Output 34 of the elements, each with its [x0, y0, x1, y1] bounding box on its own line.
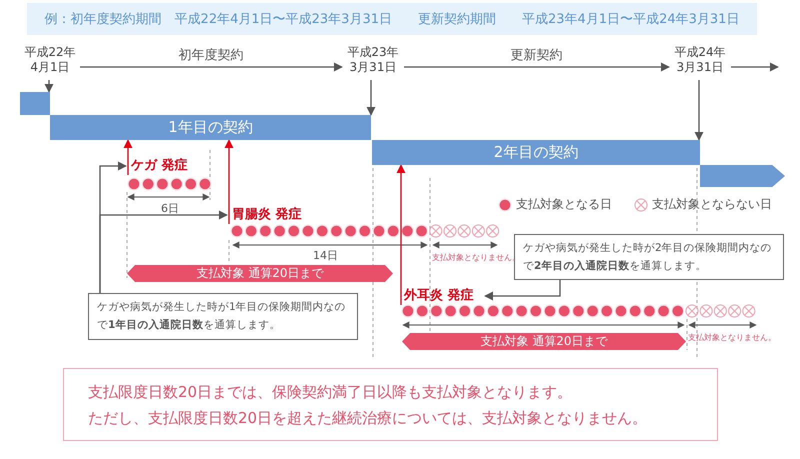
- arrow: [99, 210, 228, 293]
- arrow: [224, 139, 234, 224]
- arrow: [404, 62, 670, 72]
- edge-label: 初年度契約: [176, 46, 246, 64]
- arrow: [694, 80, 704, 141]
- arrow: [124, 139, 132, 175]
- onset-label: ケガ 発症: [126, 157, 204, 175]
- contract-bar: 2年目の契約: [372, 140, 700, 165]
- arrow: [731, 62, 779, 72]
- onset-label: 胃腸炎 発症: [227, 206, 319, 224]
- arrow: [44, 80, 54, 93]
- arrow: [80, 62, 343, 72]
- date-label: 平成24年 3月31日: [669, 40, 731, 80]
- date-label: 平成23年 3月31日: [342, 40, 404, 80]
- arrow: [396, 164, 406, 305]
- payment-range-banner: 支払対象 通算20日まで: [402, 333, 686, 350]
- date-label: 平成22年 4月1日: [20, 40, 80, 80]
- header-band: 例：初年度契約期間 平成22年4月1日〜平成23年3月31日 更新契約期間 平成23年4月1日〜平成24年3月31日: [27, 3, 757, 35]
- note-callout: ケガや病気が発生した時が1年目の保険期間内なので1年目の入通院日数を通算します。: [88, 293, 358, 340]
- legend-label: 支払対象とならない日: [652, 196, 772, 213]
- note-callout: ケガや病気が発生した時が2年目の保険期間内なので2年目の入通院日数を通算します。: [514, 234, 784, 280]
- legend-label: 支払対象となる日: [516, 196, 612, 213]
- arrow: [366, 80, 376, 116]
- dimension-label: 14日: [313, 248, 338, 263]
- onset-label: 外耳炎 発症: [399, 287, 485, 305]
- edge-label: 更新契約: [508, 46, 564, 64]
- dimension-label: 6日: [161, 201, 179, 216]
- payment-range-banner: 支払対象 通算20日まで: [127, 265, 393, 282]
- note-box: 支払限度日数20日までは、保険契約満了日以降も支払対象となります。 ただし、支払限度日数20日を超えた継続治療については、支払対象となりません。: [63, 368, 718, 441]
- continuation-arrow-bar: [700, 165, 785, 187]
- period-bar: [20, 92, 50, 115]
- note-text: 支払対象となりません。: [688, 332, 776, 343]
- arrow: [484, 280, 561, 300]
- contract-bar: 1年目の契約: [50, 115, 371, 140]
